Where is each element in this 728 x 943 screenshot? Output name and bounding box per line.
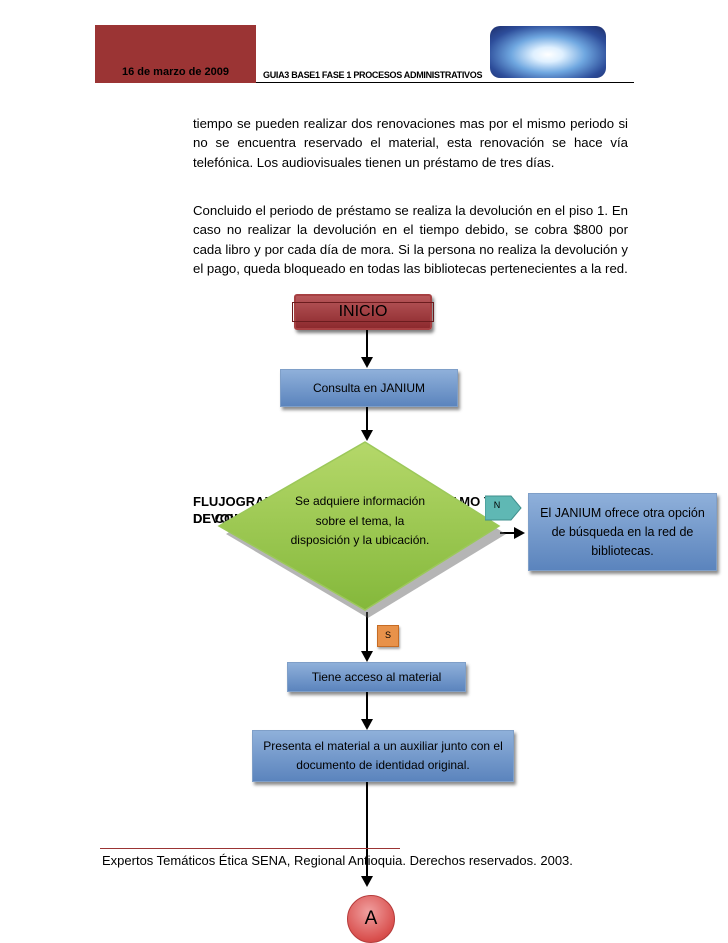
flow-decision-diamond bbox=[217, 441, 506, 618]
header-title: GUIA3 BASE1 FASE 1 PROCESOS ADMINISTRATI… bbox=[263, 70, 483, 80]
body-paragraph-1: tiempo se pueden realizar dos renovacion… bbox=[193, 116, 628, 170]
flow-step-no-branch: El JANIUM ofrece otra opción de búsqueda… bbox=[528, 493, 717, 571]
connector-arrow bbox=[361, 876, 373, 887]
connector-arrow bbox=[361, 430, 373, 441]
flow-step-presenta: Presenta el material a un auxiliar junto… bbox=[252, 730, 514, 782]
connector-line bbox=[366, 330, 368, 358]
flow-decision-label: Se adquiere información sobre el tema, l… bbox=[290, 494, 430, 547]
flow-start-label: INICIO bbox=[291, 302, 435, 322]
flow-step-no-branch-label: El JANIUM ofrece otra opción de búsqueda… bbox=[540, 505, 705, 558]
connector-line bbox=[366, 692, 368, 720]
no-branch-tag-label: N bbox=[493, 500, 501, 510]
yes-branch-tag-shape bbox=[377, 625, 399, 647]
connector-line bbox=[366, 407, 368, 431]
connector-arrow bbox=[361, 651, 373, 662]
header-logo-image bbox=[490, 26, 606, 78]
header-band bbox=[95, 25, 256, 83]
footer-rule bbox=[100, 848, 400, 849]
header-rule bbox=[256, 82, 634, 83]
header-date: 16 de marzo de 2009 bbox=[121, 66, 229, 78]
flow-step-consulta-label: Consulta en JANIUM bbox=[312, 380, 426, 395]
connector-arrow bbox=[514, 527, 525, 539]
footer-text: Expertos Temáticos Ética SENA, Regional … bbox=[102, 853, 573, 868]
no-branch-tag-shape bbox=[485, 495, 522, 521]
flow-step-consulta: Consulta en JANIUM bbox=[280, 369, 458, 407]
flow-step-presenta-label: Presenta el material a un auxiliar junto… bbox=[263, 739, 503, 772]
yes-branch-tag-label: S bbox=[384, 630, 391, 640]
flow-step-acceso: Tiene acceso al material bbox=[287, 662, 466, 692]
body-paragraph-2: Concluido el periodo de préstamo se real… bbox=[193, 203, 628, 276]
connector-arrow bbox=[361, 719, 373, 730]
flow-step-acceso-label: Tiene acceso al material bbox=[311, 669, 442, 684]
connector-line bbox=[500, 532, 516, 534]
flow-start-terminator: INICIO bbox=[291, 294, 435, 330]
connector-line bbox=[366, 612, 368, 653]
flow-connector-label: A bbox=[364, 908, 378, 929]
connector-arrow bbox=[361, 357, 373, 368]
connector-line bbox=[366, 782, 368, 877]
flow-connector-circle: A bbox=[347, 895, 395, 943]
